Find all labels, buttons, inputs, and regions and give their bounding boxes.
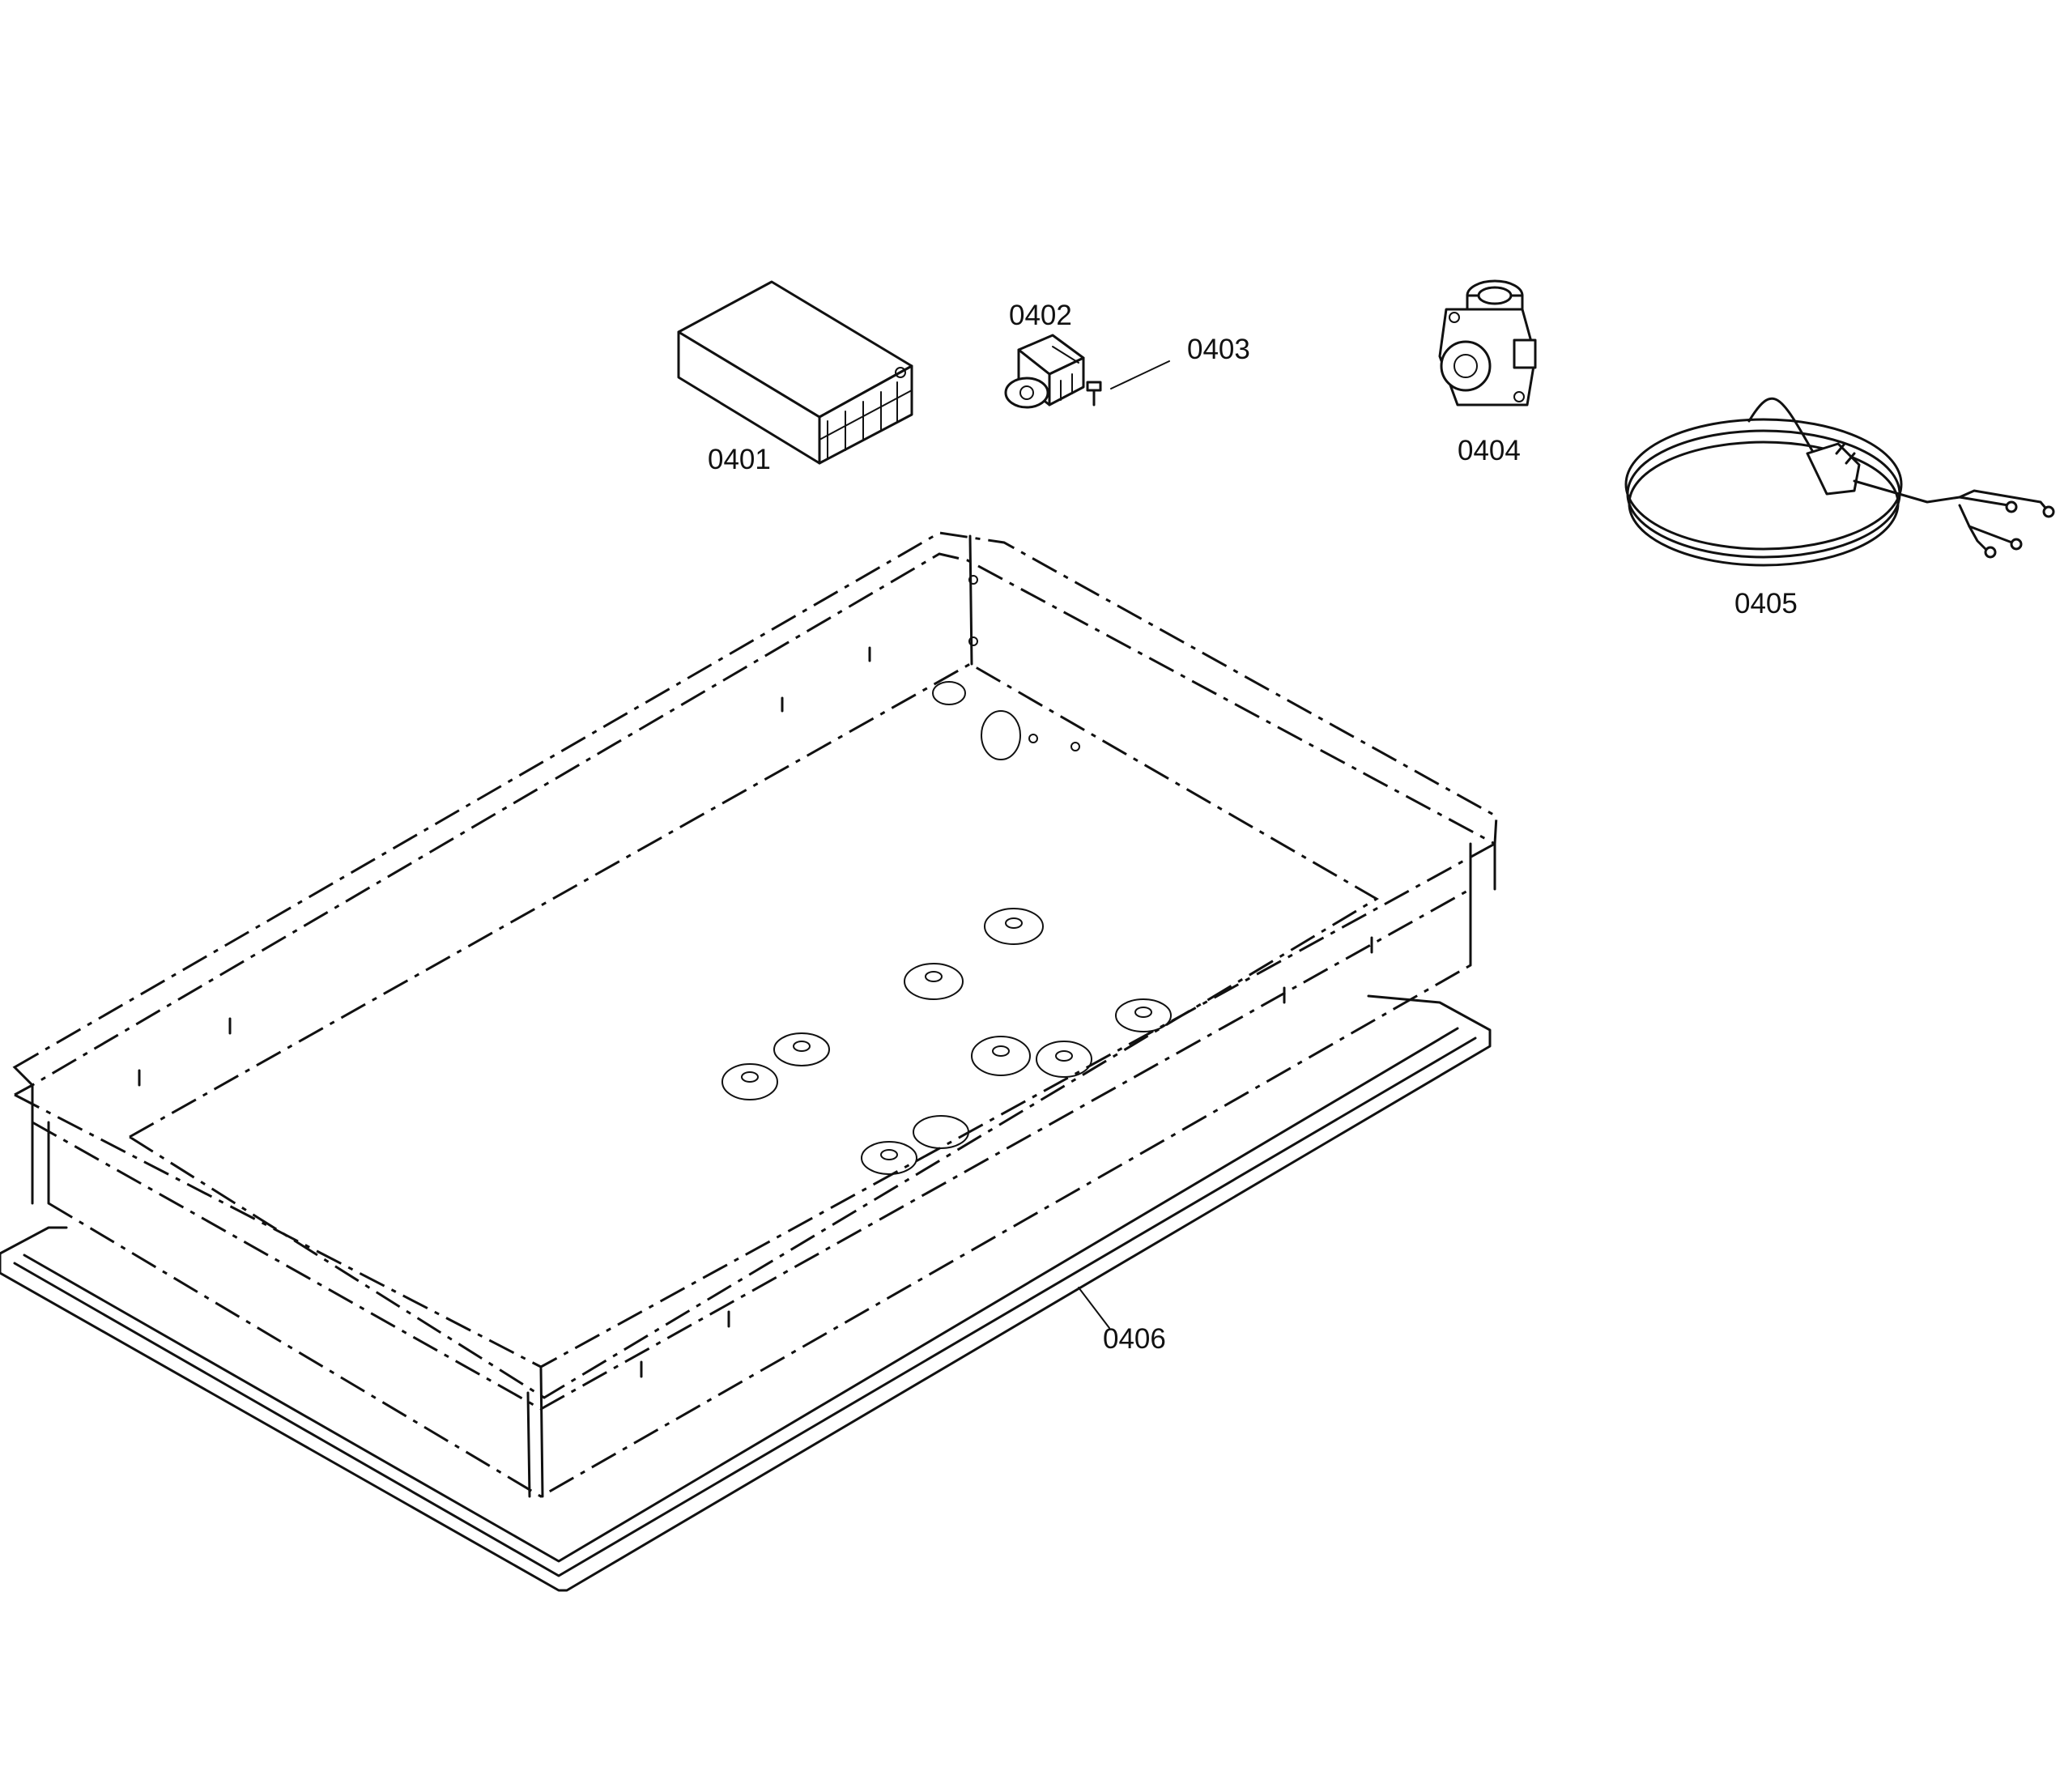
part-label-0401: 0401 — [708, 444, 771, 475]
part-0406-cooktop-tray — [0, 531, 1498, 1592]
part-0405-power-cord — [1624, 397, 2055, 567]
part-label-0404: 0404 — [1458, 435, 1521, 466]
part-0402-terminal-block — [1004, 334, 1085, 409]
part-label-0406: 0406 — [1103, 1323, 1166, 1355]
part-label-0402: 0402 — [1009, 300, 1072, 331]
part-label-0403: 0403 — [1187, 334, 1250, 365]
part-0403-screw — [1086, 360, 1170, 406]
part-0401-control-box — [677, 280, 913, 465]
part-0404-gas-valve — [1438, 279, 1537, 406]
part-label-0405: 0405 — [1734, 588, 1798, 619]
